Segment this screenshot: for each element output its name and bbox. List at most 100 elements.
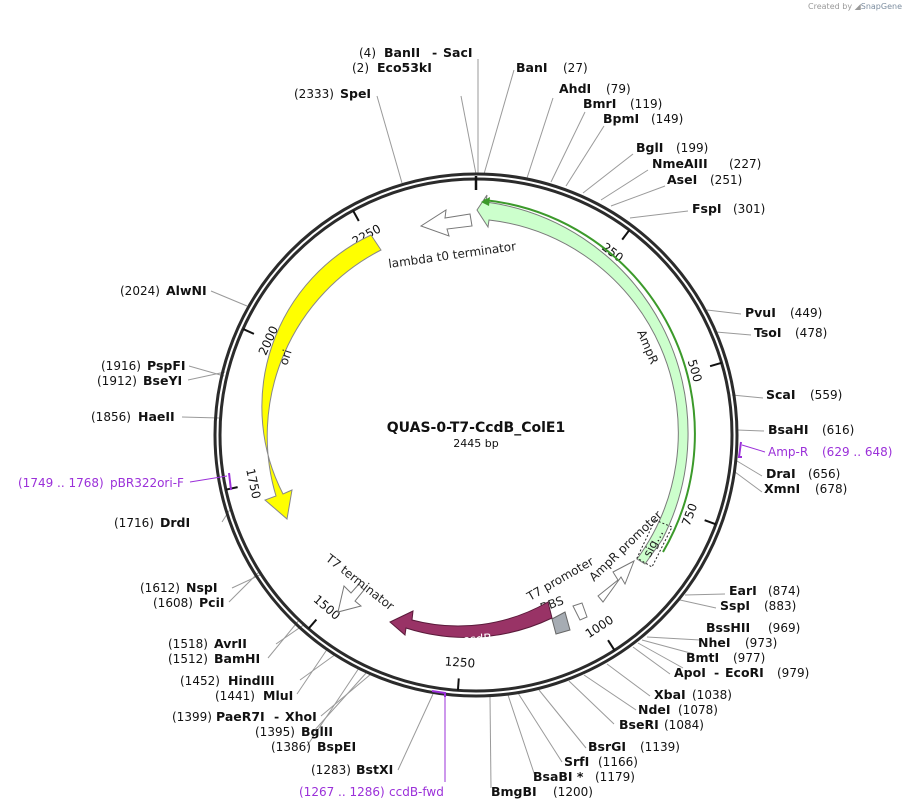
leader-line bbox=[734, 471, 763, 493]
credit-brand: SnapGene bbox=[860, 2, 902, 11]
enzyme-bsrgi-name[interactable]: BsrGI bbox=[588, 739, 626, 754]
tick-mark bbox=[709, 361, 722, 368]
enzyme-bsabi-name[interactable]: BsaBI * bbox=[533, 769, 584, 784]
enzyme-bpmi-pos: (149) bbox=[651, 112, 683, 126]
enzyme-bmgbi-name[interactable]: BmgBI bbox=[491, 784, 537, 799]
enzyme-ecori-name[interactable]: EcoRI bbox=[725, 665, 764, 680]
enzyme-alwni-name[interactable]: AlwNI bbox=[166, 283, 207, 298]
tick-label: 750 bbox=[679, 501, 700, 527]
leader-line bbox=[610, 185, 666, 207]
enzyme-nmeaiii-name[interactable]: NmeAIII bbox=[652, 156, 708, 171]
enzyme-bamhi-name[interactable]: BamHI bbox=[214, 651, 260, 666]
enzyme-banii-name[interactable]: BanII bbox=[384, 45, 420, 60]
enzyme-bsshii-pos: (969) bbox=[768, 621, 800, 635]
lambda-t0-arrow bbox=[419, 209, 473, 237]
enzyme-drdi-name[interactable]: DrdI bbox=[160, 515, 190, 530]
tick-label: 500 bbox=[685, 358, 705, 384]
leader-line bbox=[600, 169, 649, 201]
enzyme-eco53ki-name[interactable]: Eco53kI bbox=[377, 60, 432, 75]
leader-line bbox=[267, 618, 301, 659]
enzyme-bgli-name[interactable]: BglI bbox=[636, 140, 663, 155]
enzyme-nhei-name[interactable]: NheI bbox=[698, 635, 731, 650]
tick-mark bbox=[242, 328, 255, 335]
snapgene-logo-icon: ◢ bbox=[854, 2, 861, 11]
enzyme-hindiii-pos: (1452) bbox=[180, 674, 220, 688]
tick-mark bbox=[456, 678, 460, 691]
enzyme-bsabi-pos: (1179) bbox=[595, 770, 635, 784]
enzyme-pvui-name[interactable]: PvuI bbox=[745, 305, 776, 320]
enzyme-apoi-name[interactable]: ApoI bbox=[674, 665, 706, 680]
enzyme-spei-name[interactable]: SpeI bbox=[340, 86, 371, 101]
enzyme-bani-name[interactable]: BanI bbox=[516, 60, 548, 75]
primer-pbr322ori-f[interactable]: (1749 .. 1768) pBR322ori-F bbox=[18, 472, 232, 491]
enzyme-srfi-name[interactable]: SrfI bbox=[564, 754, 589, 769]
enzyme-bmti-name[interactable]: BmtI bbox=[686, 650, 719, 665]
enzyme-bglii-name[interactable]: BglII bbox=[301, 724, 333, 739]
leader-line bbox=[731, 394, 764, 399]
enzyme-haeii-pos: (1856) bbox=[91, 410, 131, 424]
enzyme-bmgbi-pos: (1200) bbox=[553, 785, 593, 799]
enzyme-ahdi-pos: (79) bbox=[606, 82, 631, 96]
tick-mark bbox=[704, 519, 717, 526]
enzyme-xhoi-name[interactable]: XhoI bbox=[285, 709, 317, 724]
enzyme-nspi-name[interactable]: NspI bbox=[186, 580, 218, 595]
leader-line bbox=[736, 460, 763, 477]
pbr322ori-f-leader bbox=[189, 475, 228, 483]
enzyme-sspi-name[interactable]: SspI bbox=[720, 598, 750, 613]
enzyme-pcii-name[interactable]: PciI bbox=[199, 595, 225, 610]
enzyme-eari-name[interactable]: EarI bbox=[729, 583, 757, 598]
enzyme-pspfi-name[interactable]: PspFI bbox=[147, 358, 186, 373]
enzyme-bmri-name[interactable]: BmrI bbox=[583, 96, 616, 111]
enzyme-sspi-pos: (883) bbox=[764, 599, 796, 613]
enzyme-avrii-name[interactable]: AvrII bbox=[214, 636, 247, 651]
ccdb-label: ccdB bbox=[462, 631, 492, 647]
enzyme-ahdi-name[interactable]: AhdI bbox=[559, 81, 591, 96]
leader-line bbox=[582, 153, 634, 194]
enzyme-bsahi-name[interactable]: BsaHI bbox=[768, 422, 809, 437]
leader-line bbox=[526, 97, 554, 179]
enzyme-paer7i-name[interactable]: PaeR7I bbox=[216, 709, 265, 724]
amp-r-primer-mark bbox=[737, 441, 742, 458]
enzyme-fspi-name[interactable]: FspI bbox=[692, 201, 722, 216]
leader-line bbox=[181, 416, 220, 419]
enzyme-separator: - bbox=[714, 665, 719, 680]
enzyme-apoi-pos: (979) bbox=[777, 666, 809, 680]
enzyme-xmni-name[interactable]: XmnI bbox=[764, 481, 800, 496]
primer-ccdb-fwd[interactable]: (1267 .. 1286) ccdB-fwd bbox=[299, 690, 446, 799]
enzyme-bspei-name[interactable]: BspEI bbox=[317, 739, 356, 754]
feature-ori[interactable]: ori bbox=[261, 234, 382, 520]
enzyme-scai-name[interactable]: ScaI bbox=[766, 387, 796, 402]
enzyme-tsoi-name[interactable]: TsoI bbox=[754, 325, 782, 340]
leader-line bbox=[679, 599, 717, 609]
enzyme-drdi-pos: (1716) bbox=[114, 516, 154, 530]
leader-line bbox=[565, 125, 605, 187]
ori-label: ori bbox=[277, 348, 295, 367]
enzyme-xbai-name[interactable]: XbaI bbox=[654, 687, 686, 702]
enzyme-haeii-name[interactable]: HaeII bbox=[138, 409, 175, 424]
enzyme-hindiii-name[interactable]: HindIII bbox=[228, 673, 275, 688]
feature-ccdb[interactable]: ccdB bbox=[389, 601, 553, 647]
enzyme-bsshii-name[interactable]: BssHII bbox=[706, 620, 750, 635]
enzyme-asei-name[interactable]: AseI bbox=[667, 172, 697, 187]
enzyme-bgli-pos: (199) bbox=[676, 141, 708, 155]
enzyme-drai-name[interactable]: DraI bbox=[766, 466, 796, 481]
enzyme-bseyi-name[interactable]: BseYI bbox=[143, 373, 182, 388]
primer-amp-r[interactable]: Amp-R (629 .. 648) bbox=[737, 441, 892, 459]
enzyme-ndei-name[interactable]: NdeI bbox=[638, 702, 671, 717]
enzyme-mlui-name[interactable]: MluI bbox=[263, 688, 293, 703]
leader-line bbox=[538, 689, 587, 749]
enzyme-separator: - bbox=[274, 709, 279, 724]
enzyme-nmeaiii-pos: (227) bbox=[729, 157, 761, 171]
enzyme-saci-name[interactable]: SacI bbox=[443, 45, 473, 60]
enzyme-eari-pos: (874) bbox=[768, 584, 800, 598]
enzyme-bseri-name[interactable]: BseRI bbox=[619, 717, 659, 732]
ampr-direction-arrowhead bbox=[481, 197, 490, 206]
enzyme-labels: (4) BanII - SacI (2) Eco53kI BanI (27) A… bbox=[91, 45, 854, 799]
enzyme-bpmi-name[interactable]: BpmI bbox=[603, 111, 639, 126]
enzyme-bglii-pos: (1395) bbox=[255, 725, 295, 739]
enzyme-bstxi-name[interactable]: BstXI bbox=[356, 762, 393, 777]
tick-label: 1000 bbox=[583, 613, 616, 641]
pbr322ori-f-name: pBR322ori-F bbox=[110, 476, 184, 490]
leader-line bbox=[210, 290, 248, 307]
enzyme-pspfi-pos: (1916) bbox=[101, 359, 141, 373]
